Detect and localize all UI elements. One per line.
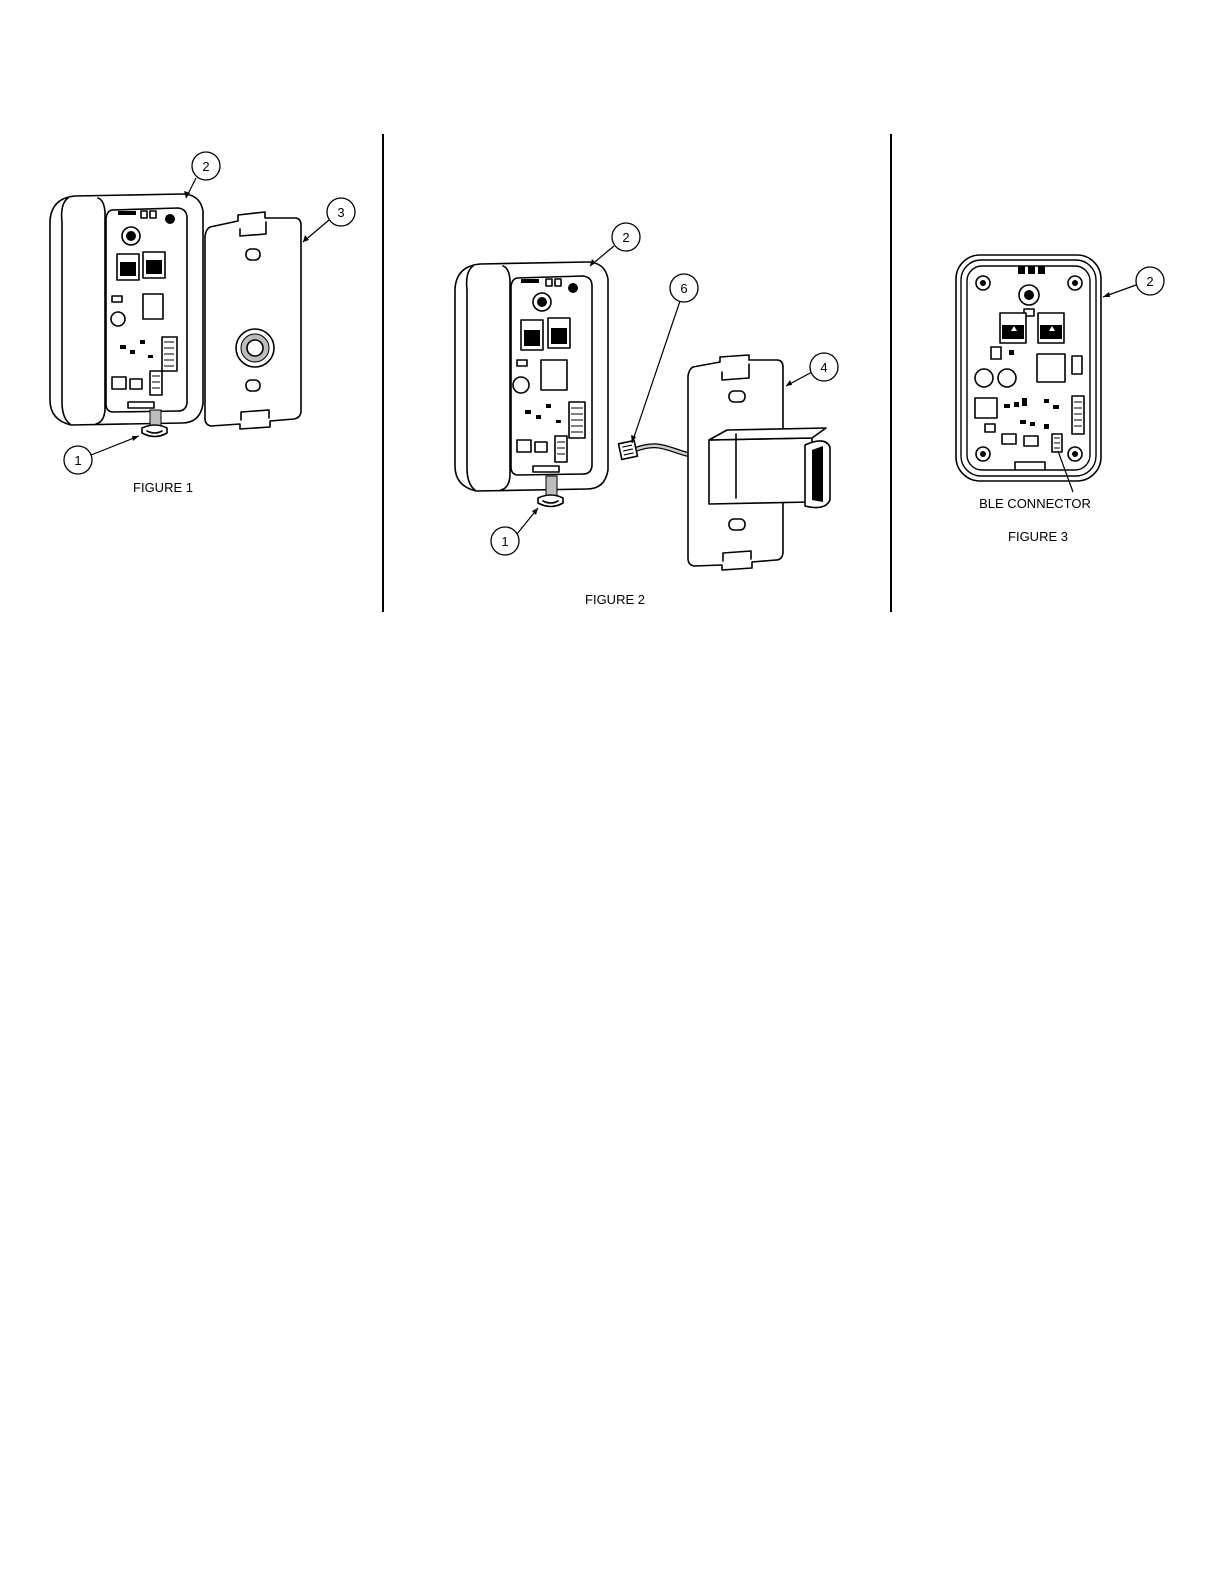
figure-3: [956, 255, 1101, 481]
figure-1-caption: FIGURE 1: [133, 480, 193, 495]
housing-fig2: [455, 262, 608, 491]
callout-2-fig3: 2: [1103, 267, 1164, 297]
callout-2-fig2-label: 2: [622, 230, 629, 245]
figure-3-caption: FIGURE 3: [1008, 529, 1068, 544]
figure-1: [50, 194, 301, 437]
backplate-fig1: [205, 212, 301, 429]
callout-2-fig1: 2: [184, 152, 220, 198]
ble-connector-label: BLE CONNECTOR: [979, 496, 1091, 511]
callout-4-fig2-label: 4: [820, 360, 827, 375]
backplate-fig2: [688, 355, 830, 570]
housing-fig3-front: [956, 255, 1101, 481]
callout-2-fig3-label: 2: [1146, 274, 1153, 289]
figure-2: [455, 262, 830, 570]
callout-2-fig2: 2: [590, 223, 640, 266]
callout-1-fig2-label: 1: [501, 534, 508, 549]
callout-6-fig2-label: 6: [680, 281, 687, 296]
housing-fig1: [50, 194, 203, 425]
callout-1-fig2: 1: [491, 508, 538, 555]
figure-2-caption: FIGURE 2: [585, 592, 645, 607]
callout-3-fig1-label: 3: [337, 205, 344, 220]
callout-1-fig1: 1: [64, 436, 139, 474]
callout-3-fig1: 3: [303, 198, 355, 242]
callout-2-fig1-label: 2: [202, 159, 209, 174]
callout-1-fig1-label: 1: [74, 453, 81, 468]
cable-connector-fig2: [619, 441, 690, 460]
callout-4-fig2: 4: [786, 353, 838, 386]
